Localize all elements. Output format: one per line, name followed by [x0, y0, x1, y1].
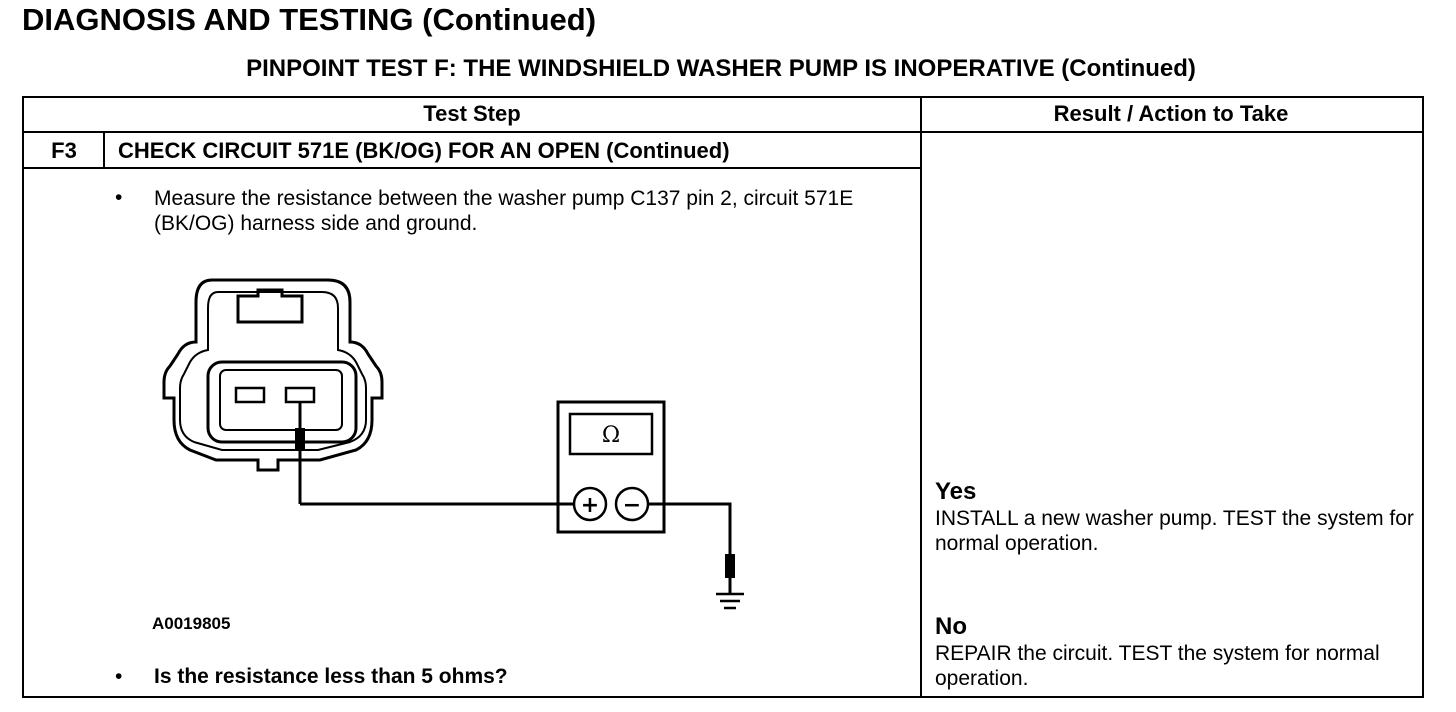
ground-probe — [725, 554, 735, 578]
result-yes-label: Yes — [935, 478, 977, 505]
step-row-divider — [22, 167, 922, 169]
connector-meter-diagram: Ω + − — [162, 278, 744, 610]
ground-icon — [716, 592, 744, 610]
negative-lead-wire — [648, 502, 732, 554]
column-divider — [920, 96, 922, 696]
ohm-symbol: Ω — [602, 423, 620, 448]
result-yes-action: INSTALL a new washer pump. TEST the syst… — [935, 507, 1414, 555]
minus-symbol: − — [623, 493, 641, 518]
result-no-label: No — [935, 613, 967, 640]
positive-terminal — [572, 486, 608, 522]
plus-symbol: + — [581, 493, 599, 518]
terminal-pin-1 — [234, 386, 266, 404]
step-instruction: Measure the resistance between the washe… — [154, 187, 854, 235]
header-test-step: Test Step — [423, 101, 521, 126]
figure-id: A0019805 — [152, 614, 231, 633]
connector-inner-outline — [179, 291, 367, 451]
page-title: DIAGNOSIS AND TESTING (Continued) — [22, 2, 597, 37]
pinpoint-test-title: PINPOINT TEST F: THE WINDSHIELD WASHER P… — [246, 55, 1196, 82]
step-id-divider — [103, 131, 105, 168]
step-id: F3 — [51, 138, 77, 163]
terminal-pin-2 — [284, 386, 316, 404]
connector-latch — [236, 288, 304, 324]
test-table — [22, 96, 1424, 698]
step-question: Is the resistance less than 5 ohms? — [154, 665, 508, 688]
step-title: CHECK CIRCUIT 571E (BK/OG) FOR AN OPEN (… — [118, 138, 730, 163]
ohmmeter-display — [568, 412, 654, 456]
result-no-action: REPAIR the circuit. TEST the system for … — [935, 642, 1380, 690]
connector-outline — [162, 278, 384, 472]
connector-face — [206, 360, 358, 444]
probe-tip — [295, 428, 305, 450]
header-divider — [22, 131, 1422, 133]
header-result-action: Result / Action to Take — [1053, 101, 1289, 126]
bullet-question: • — [115, 665, 123, 688]
bullet-instruction: • — [115, 186, 123, 209]
ohmmeter — [556, 400, 666, 534]
